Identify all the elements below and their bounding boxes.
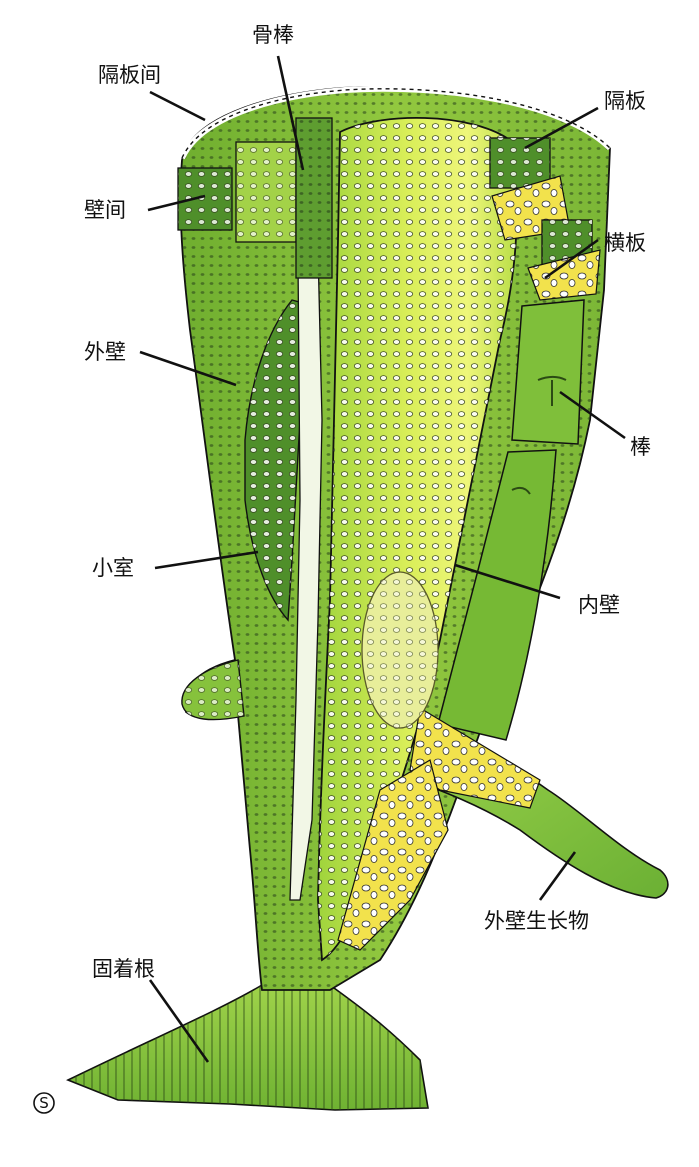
label-neibi: 内壁 <box>578 593 620 617</box>
label-bijian: 壁间 <box>84 198 126 222</box>
leader-xiaoshi <box>154 550 259 570</box>
label-gubang: 骨棒 <box>252 23 294 47</box>
label-gebanjian: 隔板间 <box>98 63 161 87</box>
label-geban: 隔板 <box>604 89 646 113</box>
label-bang: 棒 <box>630 435 651 459</box>
leader-geban <box>524 106 599 150</box>
leader-gubang <box>276 55 305 171</box>
corner-mark-letter: S <box>39 1094 49 1112</box>
rod-panel-lower <box>437 449 557 741</box>
corner-mark-circle <box>33 1092 55 1114</box>
label-waibi-shengzhangwu: 外壁生长物 <box>484 909 589 933</box>
leader-hengban <box>544 238 599 280</box>
label-hengban: 横板 <box>604 231 646 255</box>
leader-guzhuogen <box>148 979 210 1063</box>
leader-bang <box>559 390 626 440</box>
outgrowth-base-mesh <box>409 707 541 809</box>
yellow-mesh-lower <box>337 759 449 951</box>
rod-panel-upper <box>511 299 585 445</box>
label-xiaoshi: 小室 <box>92 556 134 580</box>
intervallum-strip <box>289 248 323 901</box>
leader-waibi <box>139 350 237 387</box>
leader-bijian <box>147 194 206 212</box>
leader-gebanjian <box>149 90 206 122</box>
leader-neibi <box>454 563 561 600</box>
leader-waibi-shengzhangwu <box>538 851 577 901</box>
holdfast-root-striations <box>68 985 428 1110</box>
rod-marker <box>537 376 567 406</box>
label-waibi: 外壁 <box>84 340 126 364</box>
label-guzhuogen: 固着根 <box>92 957 155 981</box>
